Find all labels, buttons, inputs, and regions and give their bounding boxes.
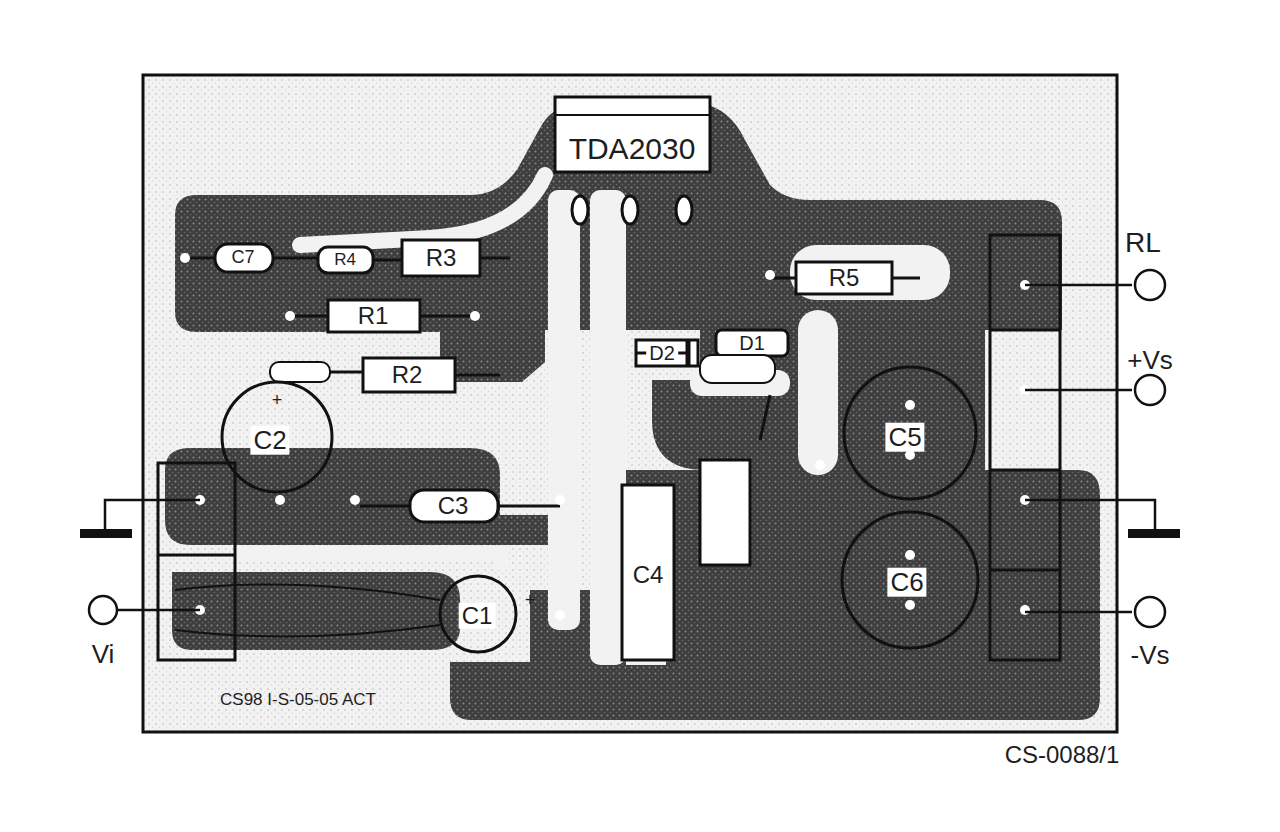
- external-wires: [105, 285, 1155, 612]
- part-name: R3: [423, 245, 460, 271]
- terminal-label: Vi: [89, 640, 118, 669]
- solder-pads: [180, 253, 1030, 650]
- copper-areas: [165, 103, 1100, 720]
- part-name: C5: [885, 423, 924, 452]
- terminal-label: +Vs: [1124, 346, 1176, 375]
- ic-label: TDA2030: [566, 132, 699, 165]
- part-name: C2: [250, 426, 289, 455]
- part-name: R2: [389, 362, 426, 388]
- diode-band: [686, 340, 691, 366]
- ic-body: [555, 97, 710, 172]
- part-name: C1: [459, 603, 496, 629]
- input-resistor: [175, 625, 440, 636]
- ground-symbol: [80, 529, 1180, 538]
- capacitor-outlines: [222, 367, 978, 652]
- ic-tab: [555, 114, 710, 116]
- bare-areas: [548, 190, 950, 665]
- terminal-label: -Vs: [1128, 641, 1173, 670]
- part-name: R1: [355, 303, 392, 329]
- part-name: C4: [630, 562, 667, 588]
- trace: [300, 175, 545, 245]
- part-name: R5: [826, 265, 863, 291]
- part-name: C7: [228, 248, 257, 268]
- part-name: C3: [435, 493, 472, 519]
- polarity-mark: +: [269, 391, 286, 411]
- trace: [235, 555, 500, 570]
- terminal-label: RL: [1122, 228, 1164, 259]
- part-name: D1: [736, 332, 768, 354]
- board-code: CS98 I-S-05-05 ACT: [217, 691, 379, 710]
- board-outline: [143, 75, 1117, 732]
- input-resistor: [175, 584, 440, 600]
- terminal-block: [158, 235, 1060, 660]
- part-name: D2: [646, 342, 678, 364]
- component-leads: [185, 258, 920, 506]
- resistor-symbol: [270, 362, 330, 382]
- component-bodies: [215, 240, 892, 660]
- part-name: C6: [887, 568, 926, 597]
- part-name: R4: [331, 251, 359, 270]
- drawing-number: CS-0088/1: [1002, 742, 1123, 768]
- polarity-mark: +: [522, 591, 539, 611]
- connector-circles: [89, 270, 1165, 627]
- ic-pins: [572, 196, 692, 224]
- diode-symbol: [700, 355, 775, 383]
